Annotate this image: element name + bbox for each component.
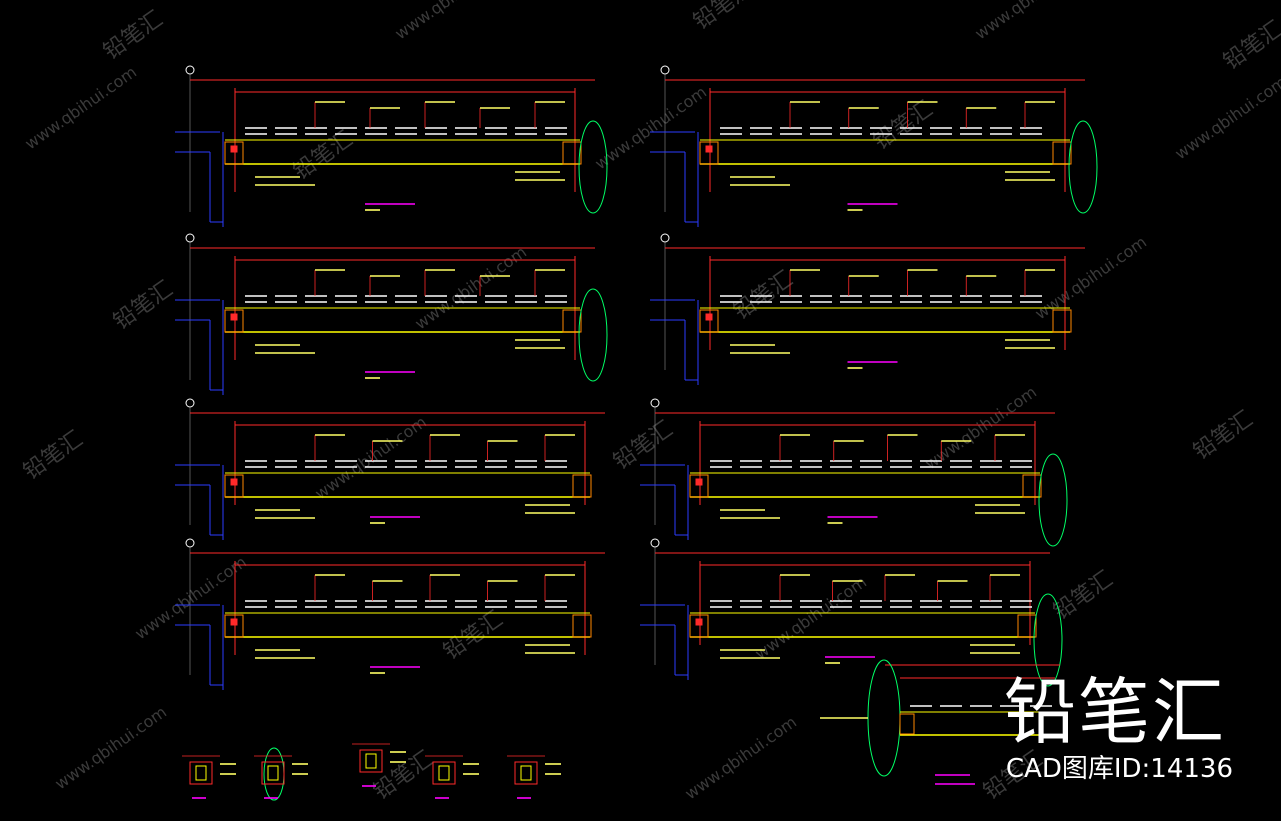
section-view bbox=[175, 538, 605, 690]
bolt bbox=[230, 618, 238, 626]
section-drawings bbox=[175, 65, 1098, 785]
bolt bbox=[705, 145, 713, 153]
section-view-small bbox=[820, 659, 1060, 785]
connection-detail bbox=[182, 755, 236, 799]
plate bbox=[432, 761, 456, 785]
bracket bbox=[520, 765, 532, 781]
detail-drawings bbox=[182, 743, 561, 801]
bracket bbox=[438, 765, 450, 781]
plate bbox=[189, 761, 213, 785]
section-view bbox=[175, 65, 608, 227]
end-bracket bbox=[562, 309, 582, 333]
bolt bbox=[705, 313, 713, 321]
column bbox=[1038, 453, 1068, 547]
column bbox=[578, 288, 608, 382]
bolt bbox=[230, 478, 238, 486]
end-bracket bbox=[224, 309, 244, 333]
column bbox=[1068, 120, 1098, 214]
end-bracket bbox=[572, 474, 592, 498]
bolt bbox=[695, 478, 703, 486]
section-view bbox=[650, 233, 1085, 385]
plate bbox=[261, 761, 285, 785]
section-view bbox=[640, 398, 1068, 547]
section-view bbox=[175, 233, 608, 395]
end-bracket bbox=[699, 309, 719, 333]
end-bracket bbox=[1052, 309, 1072, 333]
plate bbox=[359, 749, 383, 773]
end-bracket bbox=[1052, 141, 1072, 165]
brand-logo-text: 铅笔汇 bbox=[1003, 670, 1226, 754]
end-bracket bbox=[689, 614, 709, 638]
end-bracket bbox=[224, 474, 244, 498]
end-bracket bbox=[224, 141, 244, 165]
bracket bbox=[365, 753, 377, 769]
section-view bbox=[640, 538, 1063, 687]
bolt bbox=[230, 313, 238, 321]
end-bracket bbox=[224, 614, 244, 638]
connection-detail bbox=[425, 755, 479, 799]
connection-detail bbox=[352, 743, 406, 787]
column bbox=[1033, 593, 1063, 687]
section-view bbox=[650, 65, 1098, 227]
connection-detail bbox=[507, 755, 561, 799]
end-bracket bbox=[899, 713, 915, 735]
end-bracket bbox=[1017, 614, 1037, 638]
connection-detail bbox=[254, 747, 308, 801]
bracket bbox=[267, 765, 279, 781]
end-bracket bbox=[699, 141, 719, 165]
end-bracket bbox=[572, 614, 592, 638]
bolt bbox=[230, 145, 238, 153]
end-bracket bbox=[689, 474, 709, 498]
section-view bbox=[175, 398, 605, 540]
end-bracket bbox=[562, 141, 582, 165]
column bbox=[578, 120, 608, 214]
plate bbox=[514, 761, 538, 785]
bolt bbox=[695, 618, 703, 626]
bracket bbox=[195, 765, 207, 781]
brand-id-text: CAD图库ID:14136 bbox=[1005, 754, 1233, 784]
end-bracket bbox=[1022, 474, 1042, 498]
